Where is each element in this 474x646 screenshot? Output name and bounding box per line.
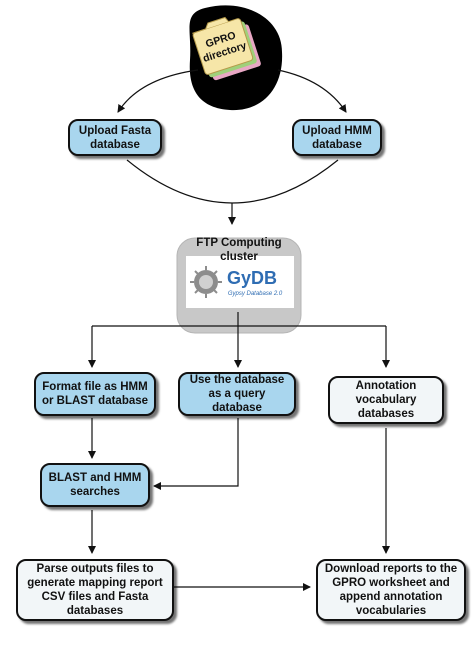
use-database-label: Use the database as a query database xyxy=(189,374,285,414)
upload-fasta-label: Upload Fasta database xyxy=(78,124,152,151)
arrow-gpro-to-upload-fasta xyxy=(117,69,199,113)
download-reports-box: Download reports to the GPRO worksheet a… xyxy=(316,559,466,621)
parse-outputs-box: Parse outputs files to generate mapping … xyxy=(16,559,174,621)
ftp-cluster-caption: FTP Computing cluster xyxy=(182,236,296,264)
gpro-directory-blob: GPROdirectory xyxy=(189,5,283,111)
gydb-logo-subtitle: Gypsy Database 2.0 xyxy=(228,291,283,297)
gydb-logo-name: GyDB xyxy=(227,268,277,288)
folder-icon: GPROdirectory xyxy=(192,16,261,81)
upload-hmm-label: Upload HMM database xyxy=(302,124,372,151)
use-database-box: Use the database as a query database xyxy=(178,372,296,416)
blast-hmm-box: BLAST and HMM searches xyxy=(40,463,150,507)
format-file-box: Format file as HMM or BLAST database xyxy=(34,372,156,416)
merge-curve-upload xyxy=(126,159,339,204)
arrow-use-db-to-blast xyxy=(153,418,239,490)
format-file-label: Format file as HMM or BLAST database xyxy=(41,381,149,407)
blast-hmm-label: BLAST and HMM searches xyxy=(48,472,142,498)
ftp-cluster-caption-text: FTP Computing cluster xyxy=(196,237,282,263)
annotation-vocabulary-box: Annotation vocabulary databases xyxy=(328,376,444,424)
annotation-vocabulary-label: Annotation vocabulary databases xyxy=(355,380,417,420)
arrow-gpro-to-upload-hmm xyxy=(277,69,347,113)
parse-outputs-label: Parse outputs files to generate mapping … xyxy=(27,563,163,617)
download-reports-label: Download reports to the GPRO worksheet a… xyxy=(324,563,458,617)
upload-fasta-box: Upload Fasta database xyxy=(68,119,162,156)
gydb-virus-icon xyxy=(190,266,222,298)
upload-hmm-box: Upload HMM database xyxy=(292,119,382,156)
